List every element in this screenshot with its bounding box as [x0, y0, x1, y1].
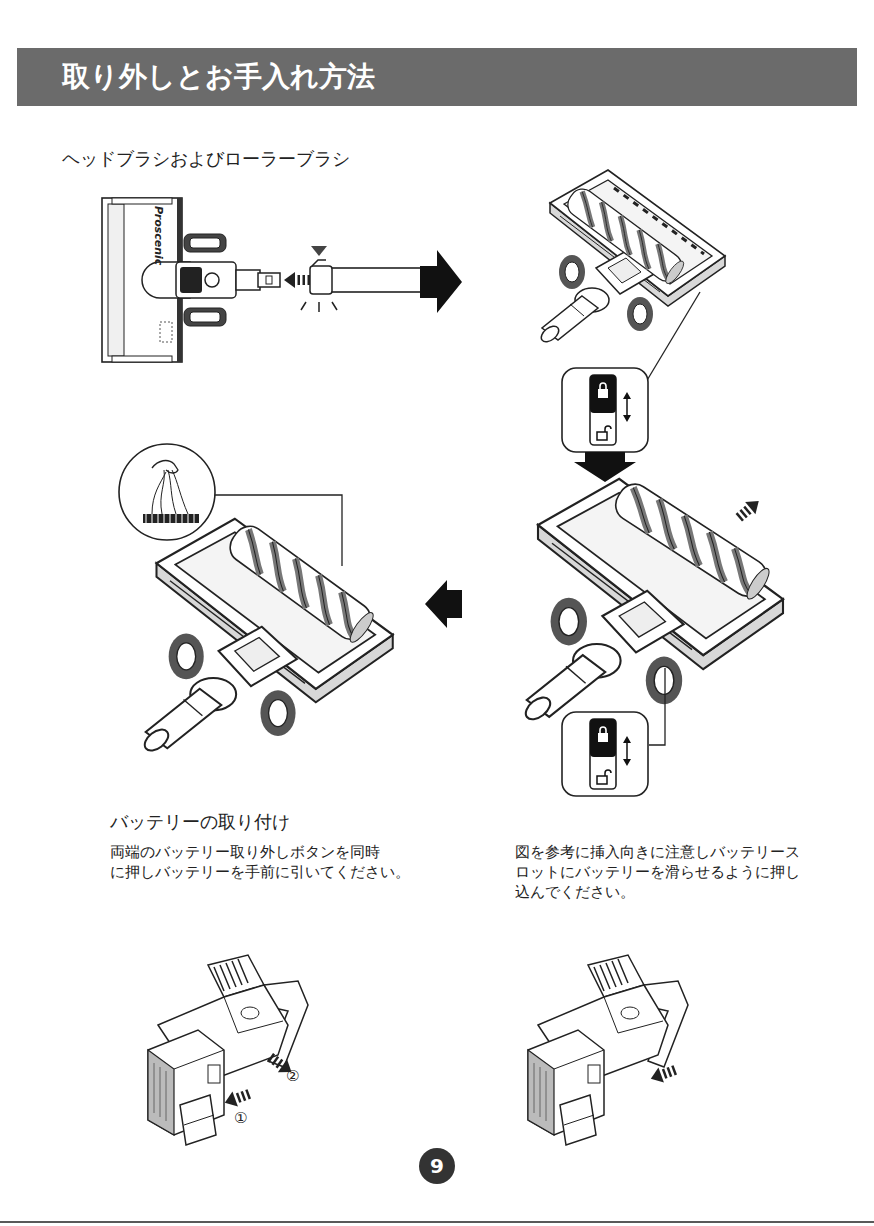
- roller-cleaning: [146, 514, 194, 523]
- head-top-view: [420, 250, 462, 313]
- section-heading: ヘッドブラシおよびローラーブラシ: [62, 147, 350, 171]
- instruction-text: 図を参考に挿入向きに注意しバッテリース ロットにバッテリーを滑らせるように押し …: [515, 842, 855, 902]
- roller-cleaning: [224, 520, 378, 646]
- head-top-view: [236, 270, 260, 290]
- roller-cleaning: [119, 444, 215, 540]
- roller-cleaning: [152, 470, 188, 514]
- head-with-roller: [562, 368, 648, 452]
- head-top-view: [310, 266, 332, 294]
- battery-removal: [148, 955, 308, 1145]
- battery-insertion: [528, 955, 688, 1145]
- head-roller-removed: [425, 478, 783, 796]
- head-top-view: [190, 312, 220, 322]
- roller-cleaning: [152, 461, 178, 473]
- head-with-roller: [538, 170, 725, 345]
- roller-cleaning: [141, 519, 393, 755]
- head-top-view: [301, 302, 337, 312]
- title-band: [17, 48, 857, 106]
- head-top-view: [312, 260, 326, 266]
- head-top-view: [108, 204, 124, 356]
- page-title: 取り外しとお手入れ方法: [62, 56, 375, 98]
- node-text: 9: [430, 1156, 444, 1176]
- head-roller-removed: [734, 495, 764, 524]
- head-with-roller: [646, 292, 700, 382]
- head-roller-removed: [562, 712, 648, 796]
- page-number: 9: [419, 1148, 455, 1184]
- roller-cleaning: [119, 444, 393, 755]
- head-top-view: [102, 198, 462, 362]
- step-number: ②: [286, 1066, 299, 1086]
- instruction-text: 両端のバッテリー取り外しボタンを同時 に押しバッテリーを手前に引いてください。: [110, 842, 450, 882]
- head-with-roller: [538, 170, 725, 345]
- head-top-view: [160, 322, 172, 342]
- battery-removal: [148, 955, 308, 1145]
- battery-removal: [222, 1086, 252, 1110]
- head-top-view: [205, 273, 219, 287]
- head-top-view: [258, 273, 280, 287]
- head-with-roller: [563, 184, 687, 287]
- head-roller-removed: [609, 478, 773, 603]
- head-top-view: [184, 234, 226, 252]
- roller-cleaning: [143, 514, 199, 523]
- head-top-view: [266, 276, 272, 284]
- head-top-view: [112, 356, 172, 362]
- roller-cleaning: [214, 495, 342, 566]
- head-with-roller: [574, 452, 636, 482]
- head-roller-removed: [522, 479, 783, 724]
- head-roller-removed: [649, 668, 665, 745]
- head-roller-removed: [522, 479, 783, 724]
- section-heading: バッテリーの取り付け: [110, 810, 290, 834]
- battery-insertion: [528, 955, 688, 1145]
- roller-cleaning: [141, 519, 393, 755]
- head-top-view: [184, 308, 226, 326]
- head-with-roller: [538, 170, 725, 482]
- head-top-view: [180, 267, 202, 293]
- head-top-view: [112, 198, 172, 204]
- head-top-view: [176, 262, 236, 298]
- battery-insertion: [648, 1062, 678, 1086]
- head-top-view: [311, 246, 327, 256]
- brand-logo: Proscenic: [151, 206, 166, 265]
- head-roller-removed: [425, 580, 462, 628]
- bottom-rule: [0, 1221, 874, 1223]
- step-number: ①: [234, 1108, 247, 1128]
- head-top-view: [190, 238, 220, 248]
- head-top-view: [284, 272, 310, 288]
